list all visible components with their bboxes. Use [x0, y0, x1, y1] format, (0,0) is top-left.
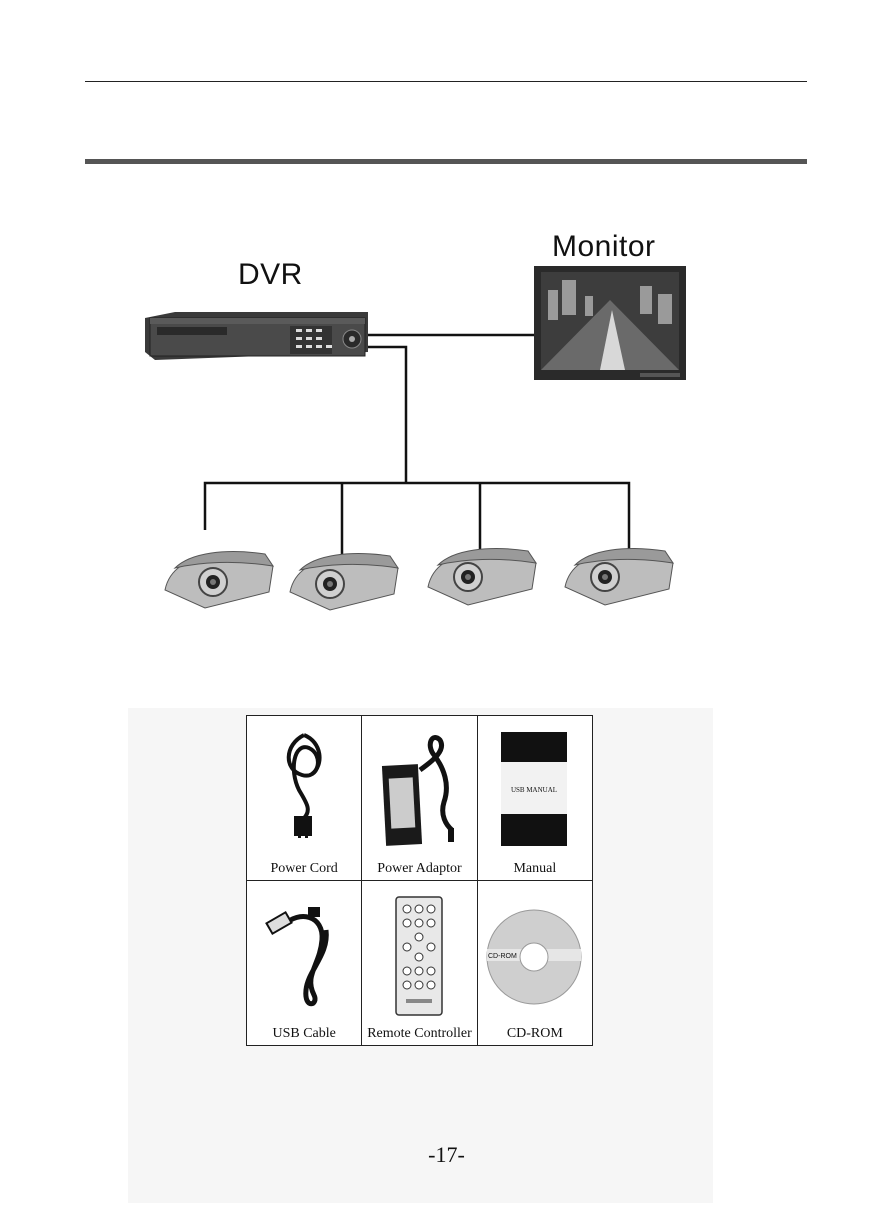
connection-diagram: DVR Monitor: [0, 0, 893, 640]
power-cord-icon: [274, 730, 334, 840]
dvr-label: DVR: [238, 258, 303, 292]
accessory-cell-usb-cable: USB Cable: [247, 881, 362, 1046]
power-adaptor-icon: [374, 730, 464, 850]
monitor-label: Monitor: [552, 230, 656, 264]
cd-rom-disc-text: CD-ROM: [488, 953, 517, 960]
usb-cable-icon: [264, 895, 344, 1015]
accessory-cell-manual: USB MANUAL Manual: [477, 716, 592, 881]
accessory-cell-power-cord: Power Cord: [247, 716, 362, 881]
table-row: Power Cord Power Adaptor USB MANUAL: [247, 716, 593, 881]
manual-icon: USB MANUAL: [499, 730, 569, 848]
accessory-cell-remote-controller: Remote Controller: [362, 881, 477, 1046]
accessory-cell-cd-rom: CD-ROM CD-ROM: [477, 881, 592, 1046]
connection-diagram-svg: [0, 0, 893, 640]
accessories-table: Power Cord Power Adaptor USB MANUAL: [246, 715, 593, 1046]
table-row: USB Cable Remote Controller: [247, 881, 593, 1046]
cd-rom-icon: CD-ROM: [484, 907, 584, 1007]
camera-4-icon: [565, 549, 673, 605]
accessory-label: Remote Controller: [362, 1026, 476, 1042]
monitor-icon: [534, 266, 686, 380]
dvr-unit-icon: [145, 312, 368, 360]
camera-1-icon: [165, 552, 273, 608]
accessory-label: USB Cable: [247, 1026, 361, 1042]
camera-2-icon: [290, 554, 398, 610]
accessory-cell-power-adaptor: Power Adaptor: [362, 716, 477, 881]
accessory-label: Power Adaptor: [362, 861, 476, 877]
camera-3-icon: [428, 549, 536, 605]
remote-controller-icon: [394, 895, 444, 1017]
accessory-label: Manual: [478, 861, 592, 877]
accessory-label: CD-ROM: [478, 1026, 592, 1042]
page-number: -17-: [0, 1142, 893, 1168]
manual-cover-text: USB MANUAL: [511, 786, 557, 794]
accessory-label: Power Cord: [247, 861, 361, 877]
